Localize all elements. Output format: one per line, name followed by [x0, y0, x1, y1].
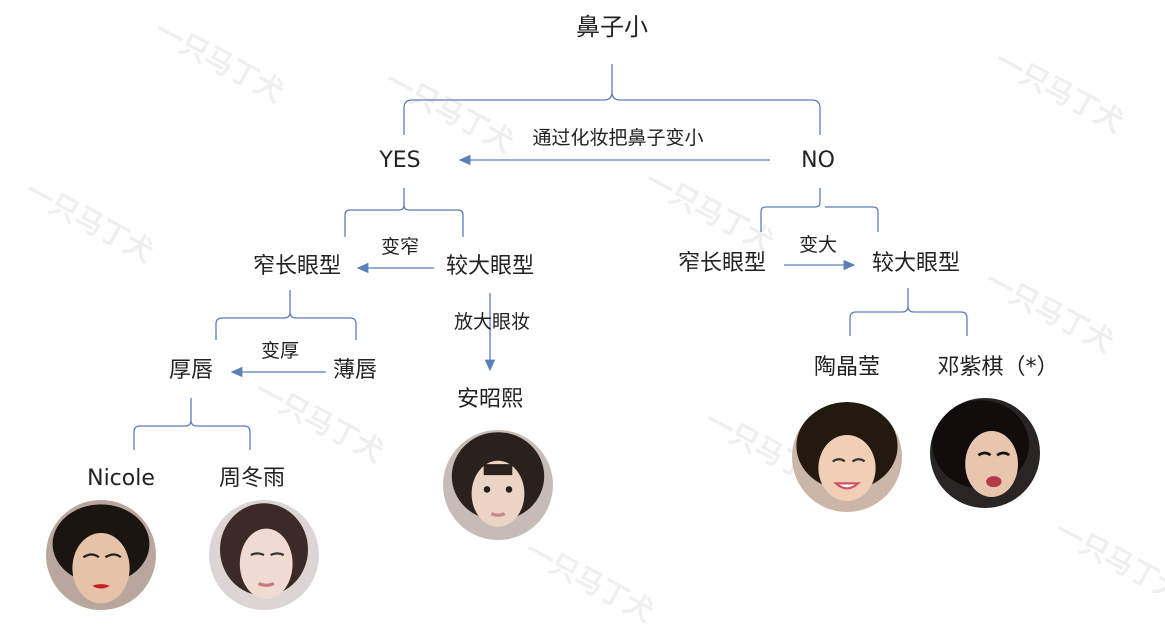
arrow-label-makeup: 放大眼妆 [453, 311, 531, 333]
lips-brace [215, 290, 357, 340]
arrow-label-enlarge: 变大 [798, 234, 838, 256]
thin-lips-label: 薄唇 [332, 358, 378, 383]
celeb-nicole-label: Nicole [87, 466, 155, 491]
avatar-nicole [46, 500, 156, 610]
yes-narrow-eyes-label: 窄长眼型 [252, 254, 342, 279]
avatar-deng [930, 398, 1040, 508]
root-label: 鼻子小 [576, 13, 648, 41]
arrow-label-narrow: 变窄 [380, 236, 420, 258]
thick-lips-label: 厚唇 [168, 358, 214, 383]
yes-brace [344, 188, 464, 237]
avatar-zhou [209, 500, 319, 610]
celeb-an-label: 安昭熙 [456, 387, 524, 412]
avatar-tao [792, 402, 902, 512]
celeb-brace-left [133, 398, 251, 450]
no-narrow-eyes-label: 窄长眼型 [677, 251, 767, 276]
no-big-eyes-label: 较大眼型 [871, 251, 961, 276]
celeb-deng-label: 邓紫棋（*） [937, 355, 1059, 380]
yes-big-eyes-label: 较大眼型 [445, 254, 535, 279]
avatar-an [443, 430, 553, 540]
celeb-tao-label: 陶晶莹 [813, 355, 881, 380]
arrow-label-no-to-yes: 通过化妆把鼻子变小 [532, 127, 704, 149]
no-brace [760, 188, 879, 232]
celeb-brace-right [849, 288, 968, 336]
arrow-label-thicken: 变厚 [260, 340, 300, 362]
root-brace [403, 64, 821, 135]
no-label: NO [801, 148, 835, 173]
celeb-zhou-label: 周冬雨 [218, 466, 286, 491]
yes-label: YES [379, 148, 421, 173]
